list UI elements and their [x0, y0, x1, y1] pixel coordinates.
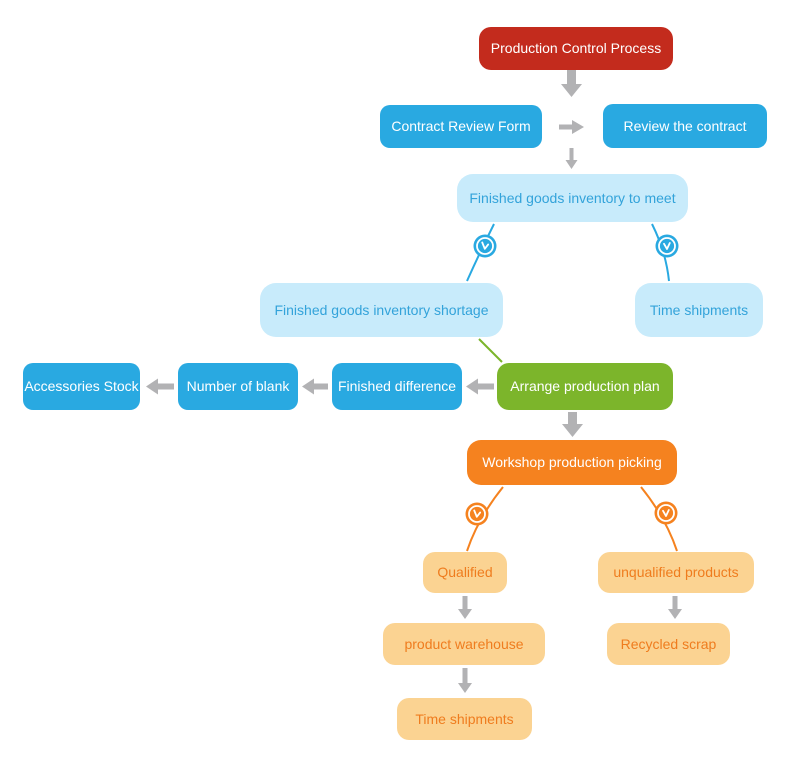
node-time-shipments-upper[interactable]: Time shipments: [635, 283, 763, 337]
arrow-down-small-3: [458, 668, 472, 693]
node-arrange-production-plan[interactable]: Arrange production plan: [497, 363, 673, 410]
arrow-down-small-2: [668, 596, 682, 619]
node-accessories-stock[interactable]: Accessories Stock: [23, 363, 140, 410]
node-review-the-contract[interactable]: Review the contract: [603, 104, 767, 148]
arrow-down-thick-2: [562, 412, 583, 437]
node-finished-difference[interactable]: Finished difference: [332, 363, 462, 410]
connector-green: [478, 338, 503, 363]
arrow-down-small-1: [458, 596, 472, 619]
node-unqualified-products[interactable]: unqualified products: [598, 552, 754, 593]
arrow-down-thin: [565, 148, 578, 169]
node-product-warehouse[interactable]: product warehouse: [383, 623, 545, 665]
arrow-down-thick-1: [561, 68, 582, 97]
clock-icon-blue-left: [473, 234, 497, 258]
node-contract-review-form[interactable]: Contract Review Form: [380, 105, 542, 148]
arrow-left-1: [466, 378, 494, 395]
node-workshop-production-picking[interactable]: Workshop production picking: [467, 440, 677, 485]
arrow-left-3: [146, 378, 174, 395]
node-recycled-scrap[interactable]: Recycled scrap: [607, 623, 730, 665]
node-qualified[interactable]: Qualified: [423, 552, 507, 593]
node-time-shipments-lower[interactable]: Time shipments: [397, 698, 532, 740]
clock-icon-blue-right: [655, 234, 679, 258]
clock-icon-orange-right: [654, 501, 678, 525]
node-production-control-process[interactable]: Production Control Process: [479, 27, 673, 70]
arrow-right-small: [559, 120, 584, 134]
arrow-left-2: [302, 378, 328, 395]
arrow-group: [146, 68, 682, 693]
node-finished-goods-inventory-to-meet[interactable]: Finished goods inventory to meet: [457, 174, 688, 222]
node-finished-goods-inventory-shortage[interactable]: Finished goods inventory shortage: [260, 283, 503, 337]
node-number-of-blank[interactable]: Number of blank: [178, 363, 298, 410]
clock-icon-orange-left: [465, 502, 489, 526]
